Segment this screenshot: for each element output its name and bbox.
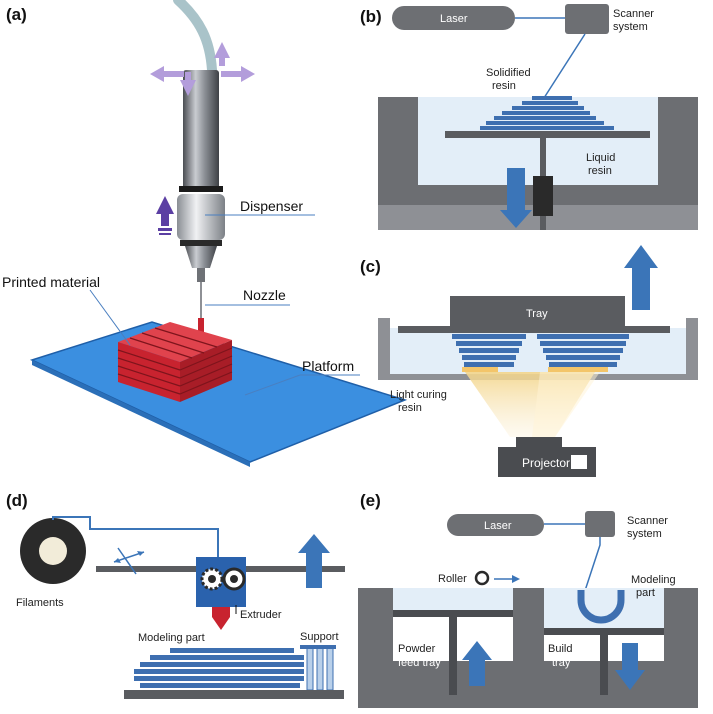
scanner-box [565,4,609,34]
scanner-label-1: Scanner [613,8,654,20]
scanner-box-e [585,511,615,537]
panel-b: (b) Laser Scanner system Solidified resi… [360,4,698,230]
roller-icon [474,570,490,586]
build-shaft [600,635,608,695]
hot-end [212,607,230,617]
panel-a-tag: (a) [6,5,27,24]
z-motion-arrow-icon [156,196,174,235]
liquid-label-1: Liquid [586,152,615,164]
xy-arrow-icon [113,547,145,575]
platform-edge [32,360,250,467]
build-label-2: tray [552,657,571,669]
printed-material-label: Printed material [2,274,100,290]
xy-motion-arrows [150,42,255,96]
laser-box [392,6,515,30]
laser-label-e: Laser [484,520,512,532]
feed-powder [393,588,513,610]
extruder-label: Extruder [240,609,282,621]
panel-c-tag: (c) [360,257,381,276]
powder-label-1: Powder [398,643,436,655]
panel-a-leaders [89,214,360,396]
spool-hub [39,537,67,565]
panel-d-tag: (d) [6,491,28,510]
tray-label: Tray [526,308,548,320]
nozzle-label: Nozzle [243,287,286,303]
modeling-part-label: Modeling part [138,632,205,644]
panel-e: (e) Laser Scanner system Roller Powder f… [358,491,698,708]
build-piston [544,628,664,635]
panel-d: (d) Filaments Extruder [6,491,345,699]
filaments-label: Filaments [16,597,64,609]
printed-material [117,322,233,402]
dispenser-ring [179,186,223,192]
panel-e-tag: (e) [360,491,381,510]
shaft-seal [533,176,553,216]
panel-b-tag: (b) [360,7,382,26]
drive-gear-icon [200,567,224,591]
up-arrow-icon [298,534,330,588]
up-arrow-icon [462,641,492,686]
liquid-resin [418,97,658,185]
scanner-label-e-2: system [627,528,662,540]
dispenser-collar [180,240,222,246]
modeling-part [577,590,625,624]
projector-lens [516,437,562,449]
light-curing-label-1: Light curing [390,389,447,401]
dispenser-body [177,194,225,240]
projector-window [571,455,587,469]
printed-parts [452,334,629,367]
nozzle-cone [185,246,217,268]
dispenser-label: Dispenser [240,198,303,214]
panel-c: (c) Tray Pr [360,245,698,477]
feed-piston [393,610,513,617]
build-label-1: Build [548,643,572,655]
extruded-strand [198,318,204,334]
feed-shaft [449,617,457,695]
roller-direction-arrow [512,575,520,583]
modeling-part-layers [134,648,304,688]
support-pillars [306,647,334,691]
light-curing-label-2: resin [398,402,422,414]
tray [450,296,625,328]
vat-wall-right [686,318,698,380]
roller-label: Roller [438,573,467,585]
solidified-resin [480,96,614,130]
build-plate [124,690,344,699]
extruder-nozzle [212,617,230,630]
build-platform [445,131,650,138]
modeling-label-e-2: part [636,587,655,599]
down-arrow-icon [500,168,532,228]
up-arrow-icon [624,245,658,310]
platform-label: Platform [302,358,354,374]
laser-label: Laser [440,13,468,25]
panel-a: (a) [2,0,408,467]
cured-layer-2 [548,367,608,372]
tray-arm [398,326,670,333]
solidified-label-2: resin [492,80,516,92]
dispenser-barrel [183,70,219,190]
nozzle-neck [197,268,205,282]
powder-label-2: feed tray [398,657,441,669]
solidified-label-1: Solidified [486,67,531,79]
filament-line [52,516,219,557]
laser-box [447,514,544,536]
projector-label: Projector [522,456,570,470]
scanner-label-2: system [613,21,648,33]
liquid-label-2: resin [588,165,612,177]
scanner-label-e-1: Scanner [627,515,668,527]
down-arrow-icon [615,643,645,690]
feed-hose [173,0,217,75]
vat-wall-left [378,318,390,380]
support-label: Support [300,631,339,643]
idler-wheel-icon [222,567,246,591]
cured-layer-1 [462,367,498,372]
modeling-label-e-1: Modeling [631,574,676,586]
